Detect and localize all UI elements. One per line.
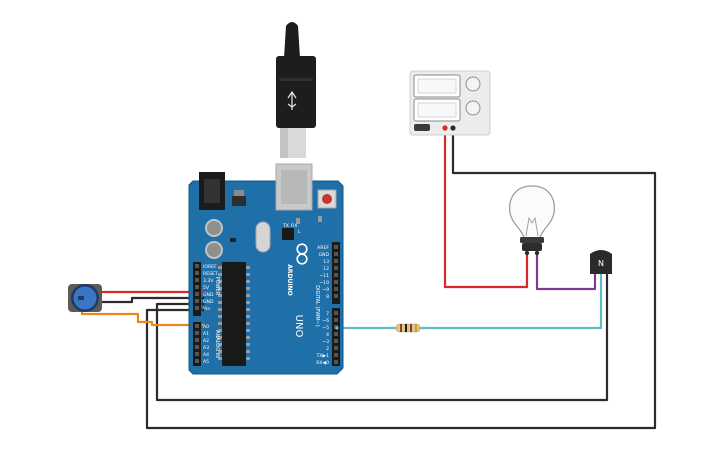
led-l-label: L — [298, 229, 301, 235]
analog-pin-label: A1 — [203, 331, 209, 337]
digital-pin-label: ~6 — [322, 318, 329, 324]
digital-header-low[interactable] — [332, 308, 340, 366]
transistor-label: N — [598, 259, 604, 268]
digital-pin-label: ~3 — [322, 339, 329, 345]
top-pin-label: 12 — [323, 266, 329, 272]
power-pin-label: 3.3V — [203, 278, 214, 284]
arduino-logo-icon — [296, 243, 308, 265]
top-pin-label: AREF — [317, 245, 329, 251]
digital-pin-label: TX▶1 — [316, 353, 329, 359]
analog-pin-label: A5 — [203, 359, 209, 365]
digital-pin-label: 7 — [326, 311, 329, 317]
led-tx-label: TX — [282, 223, 289, 229]
analog-pin-label: A0 — [203, 324, 209, 330]
analog-section-label: ANALOG IN — [214, 330, 220, 358]
wire-supply-positive[interactable] — [443, 130, 529, 289]
usb-cable-icon[interactable] — [276, 22, 316, 158]
digital-pin-label: 4 — [326, 332, 329, 338]
top-pin-label: 13 — [323, 259, 329, 265]
npn-transistor-icon[interactable]: N — [590, 250, 612, 274]
resistor-icon[interactable] — [395, 323, 421, 333]
wire-end-markers — [201, 290, 339, 330]
digital-pin-label: RX◀0 — [316, 360, 329, 366]
potentiometer-icon[interactable] — [68, 284, 102, 312]
board-model-label: UNO — [293, 315, 304, 338]
top-pin-label: GND — [318, 252, 329, 258]
power-pin-label: IOREF — [203, 264, 217, 270]
power-pin-label: GND — [203, 292, 214, 298]
wire-pot-ground[interactable] — [100, 296, 203, 304]
top-pin-label: 8 — [326, 294, 329, 300]
top-pin-label: ~10 — [319, 280, 329, 286]
wire-pot-a0[interactable] — [80, 304, 203, 327]
wire-transistor-ground[interactable] — [155, 273, 609, 402]
led-rx-label: RX — [291, 223, 297, 229]
arduino-uno-board[interactable]: TX RX L IOREF RESET 3.3V 5V GND GND Vin … — [188, 163, 344, 375]
top-pin-label: ~11 — [319, 273, 329, 279]
digital-pin-label: 2 — [326, 346, 329, 352]
power-supply-icon[interactable] — [409, 70, 491, 136]
analog-pin-label: A3 — [203, 345, 209, 351]
power-pin-label: RESET — [203, 271, 218, 277]
atmega-chip — [222, 262, 246, 366]
digital-pin-label: ~5 — [322, 325, 329, 331]
power-section-label: POWER — [214, 277, 220, 296]
wire-bulb-collector[interactable] — [535, 254, 597, 291]
digital-section-label: DIGITAL (PWM~) — [314, 285, 320, 327]
analog-pin-label: A4 — [203, 352, 209, 358]
analog-header[interactable] — [193, 322, 201, 366]
wire-supply-ground[interactable] — [145, 130, 657, 430]
power-pin-label: 5V — [203, 285, 210, 291]
wire-resistor-base[interactable] — [420, 273, 603, 330]
power-pin-label: Vin — [203, 306, 210, 312]
analog-pin-label: A2 — [203, 338, 209, 344]
board-brand-label: ARDUINO — [286, 264, 293, 295]
wires — [80, 130, 657, 430]
top-pin-label: ~9 — [322, 287, 329, 293]
light-bulb-icon[interactable] — [508, 185, 556, 256]
power-pin-label: GND — [203, 299, 214, 305]
